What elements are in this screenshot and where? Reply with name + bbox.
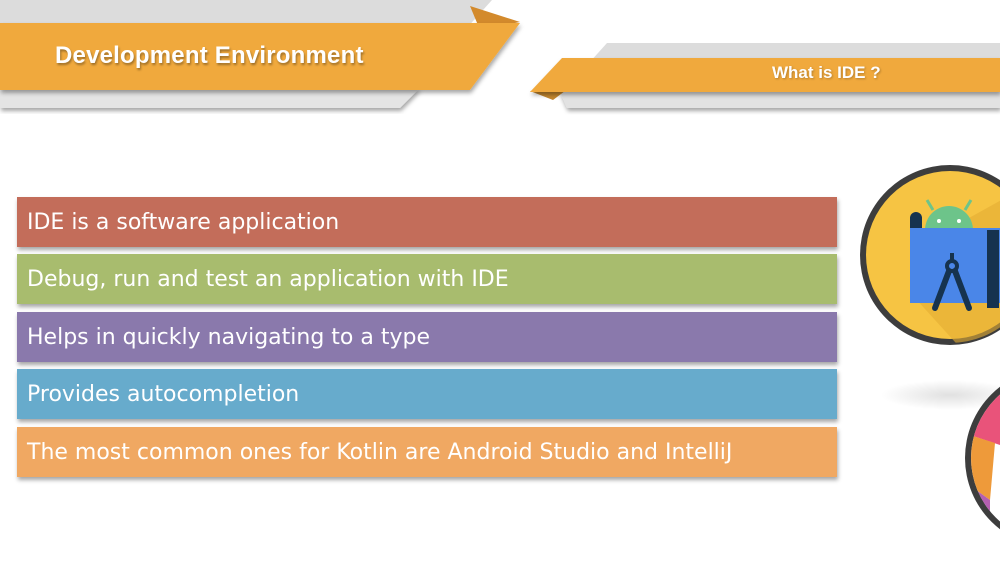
subtitle-banner	[530, 43, 1000, 108]
bullet-item: Debug, run and test an application with …	[17, 254, 837, 304]
intellij-icon	[965, 375, 1000, 542]
bullet-text: Helps in quickly navigating to a type	[27, 324, 430, 350]
bullet-text: IDE is a software application	[27, 209, 340, 235]
android-studio-icon	[860, 165, 1000, 345]
bullet-item: Provides autocompletion	[17, 369, 837, 419]
section-subtitle: What is IDE ?	[772, 63, 881, 82]
title-banner	[0, 0, 520, 108]
icon-shadow	[880, 380, 1000, 410]
page-title: Development Environment	[55, 42, 364, 69]
bullet-item: The most common ones for Kotlin are Andr…	[17, 427, 837, 477]
bullet-text: The most common ones for Kotlin are Andr…	[27, 439, 733, 465]
bullet-item: IDE is a software application	[17, 197, 837, 247]
bullet-text: Provides autocompletion	[27, 381, 300, 407]
bullet-text: Debug, run and test an application with …	[27, 266, 509, 292]
bullet-item: Helps in quickly navigating to a type	[17, 312, 837, 362]
